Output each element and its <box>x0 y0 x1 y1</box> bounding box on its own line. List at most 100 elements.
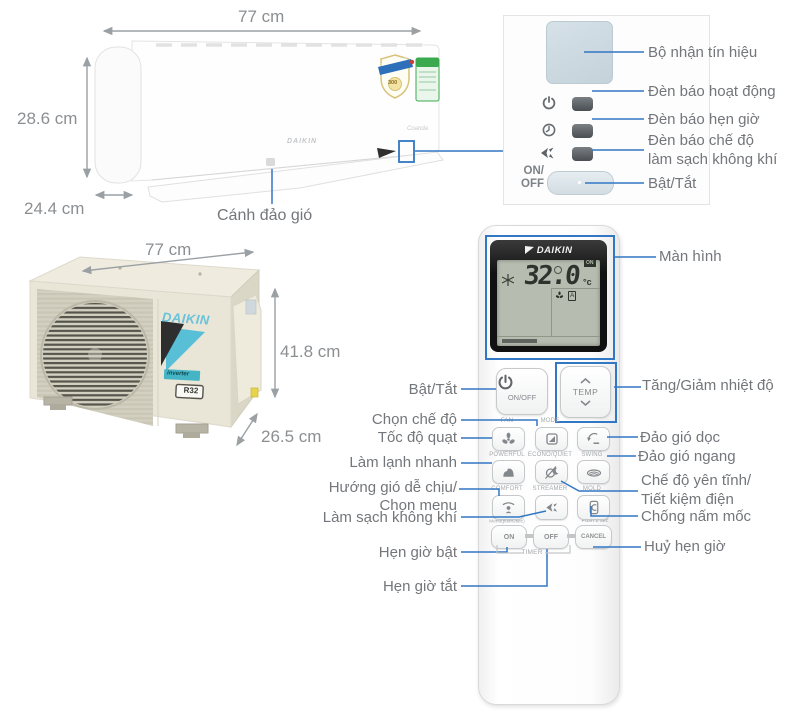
powerful-button[interactable] <box>492 460 525 484</box>
clean-mode-led <box>572 147 593 161</box>
mold-label: MOLD <box>582 486 602 492</box>
remote-lcd: 32.0 °c ON A <box>497 260 600 346</box>
label-remote-display: Màn hình <box>659 248 722 265</box>
powerful-label: POWERFUL <box>489 452 525 458</box>
timer-indicator-icon <box>542 123 556 137</box>
mode-label: MODE <box>540 418 560 424</box>
label-remote-comfort-1: Hướng gió dễ chịu/ <box>328 479 457 496</box>
indoor-unit-illustration <box>82 26 444 203</box>
streamer-indicator-icon <box>541 147 554 159</box>
label-clean-led-1: Đèn báo chế độ <box>648 132 754 149</box>
temp-button[interactable]: TEMP <box>560 366 611 418</box>
swing-label: SWING <box>581 452 603 458</box>
swing-vertical-button[interactable] <box>577 427 610 451</box>
lcd-bottom-bar <box>502 339 537 343</box>
daikin-mark-icon <box>524 246 534 254</box>
quality-badge-text: CHẤT LƯỢNG NHẬT BẢN <box>379 55 415 67</box>
timer-led <box>572 124 593 138</box>
label-remote-power: Bật/Tắt <box>408 381 457 398</box>
lcd-divider-h2 <box>497 336 600 337</box>
streamer-label: STREAMER <box>532 486 568 492</box>
comfort-label: COMFORT <box>491 486 523 492</box>
badge-300-text: 300 <box>388 80 398 86</box>
fan-button[interactable] <box>492 427 525 451</box>
label-operation-led: Đèn báo hoạt động <box>648 83 776 100</box>
label-signal-receiver: Bộ nhận tín hiệu <box>648 44 758 61</box>
swing-horizontal-button[interactable] <box>577 460 610 484</box>
flap-callout-label: Cánh đảo gió <box>217 207 313 224</box>
indoor-depth-label: 24.4 cm <box>24 199 85 218</box>
outdoor-depth-label: 26.5 cm <box>261 427 322 446</box>
label-remote-comfort-2: Chọn menu <box>379 497 457 514</box>
snowflake-icon <box>502 274 514 286</box>
label-swing-horizontal: Đảo gió ngang <box>638 448 736 465</box>
mold-sub-label: Push 2 sec <box>581 517 609 524</box>
label-remote-fan: Tốc độ quạt <box>377 429 457 446</box>
label-remote-mode: Chọn chế độ <box>371 411 457 428</box>
label-econo-1: Chế độ yên tĩnh/ <box>641 472 752 489</box>
label-mold: Chống nấm mốc <box>641 508 752 525</box>
mode-button[interactable] <box>535 427 568 451</box>
receiver-onoff-text: ON/OFF <box>521 165 544 191</box>
label-remote-timer-off: Hẹn giờ tắt <box>382 578 457 595</box>
timer-on-button[interactable]: ON <box>491 525 527 549</box>
temp-button-label: TEMP <box>572 387 599 397</box>
operation-led <box>572 97 593 111</box>
lcd-on-badge: ON <box>584 260 596 267</box>
label-remote-streamer: Làm sạch không khí <box>322 509 457 526</box>
label-remote-temp: Tăng/Giảm nhiệt độ <box>642 377 774 394</box>
lcd-mode-icon <box>554 266 562 274</box>
comfort-sub-label: Menu(push2sec) <box>489 519 525 524</box>
fan-label: FAN <box>500 418 514 424</box>
coanda-mark: Coanda <box>407 126 429 132</box>
label-swing-vertical: Đảo gió dọc <box>640 429 721 446</box>
comfort-button[interactable] <box>492 495 525 520</box>
power-icon <box>498 374 513 390</box>
swing-vertical-icon <box>587 432 600 444</box>
lcd-auto-badge: A <box>568 291 577 301</box>
remote-brand-logo: DAIKIN <box>490 245 607 256</box>
powerful-icon <box>503 468 514 477</box>
indoor-height-label: 28.6 cm <box>17 109 78 128</box>
swing-horizontal-icon <box>586 468 601 477</box>
temp-callout-box <box>555 362 617 423</box>
receiver-onoff-button[interactable] <box>547 171 614 195</box>
lcd-divider-h1 <box>551 288 600 289</box>
streamer-button[interactable] <box>535 495 568 520</box>
inverter-badge: inverter <box>166 370 190 378</box>
outdoor-brand-logo: DAIKIN <box>161 309 211 328</box>
temp-up-icon[interactable] <box>580 378 591 384</box>
timer-off-button[interactable]: OFF <box>533 525 569 549</box>
econo-quiet-icon <box>544 465 558 479</box>
indoor-brand-logo: DAIKIN <box>287 138 318 145</box>
timer-cancel-button[interactable]: CANCEL <box>575 525 612 549</box>
receiver-panel: ON/OFF <box>503 15 710 205</box>
power-indicator-icon <box>542 96 556 110</box>
lcd-unit: °c <box>583 277 592 287</box>
display-callout-box <box>485 235 615 360</box>
refrigerant-badge: R32 <box>183 385 199 396</box>
outdoor-width-label: 77 cm <box>145 240 192 259</box>
timer-group-label: TIMER <box>521 549 543 556</box>
mold-button[interactable] <box>577 495 610 520</box>
lcd-divider-v <box>551 288 552 336</box>
mode-icon <box>545 433 558 445</box>
econo-quiet-button[interactable] <box>535 460 568 484</box>
fan-icon <box>502 432 515 444</box>
power-button-label: ON/OFF <box>507 393 537 402</box>
label-clean-led-2: làm sạch không khí <box>648 151 778 168</box>
label-remote-timer-on: Hẹn giờ bật <box>378 544 457 561</box>
indoor-width-label: 77 cm <box>238 7 285 26</box>
outdoor-height-label: 41.8 cm <box>280 342 341 361</box>
remote-power-button[interactable]: ON/OFF <box>496 368 548 415</box>
econo-quiet-label: ECONO/QUIET <box>527 452 573 458</box>
label-econo-2: Tiết kiệm điện <box>641 491 734 508</box>
label-receiver-power: Bật/Tắt <box>648 175 697 192</box>
label-timer-led: Đèn báo hẹn giờ <box>648 111 760 128</box>
mold-icon <box>589 500 598 515</box>
lcd-fan-icon <box>555 291 564 298</box>
label-remote-powerful: Làm lạnh nhanh <box>349 454 457 471</box>
comfort-icon <box>502 502 515 514</box>
temp-down-icon[interactable] <box>580 400 591 406</box>
